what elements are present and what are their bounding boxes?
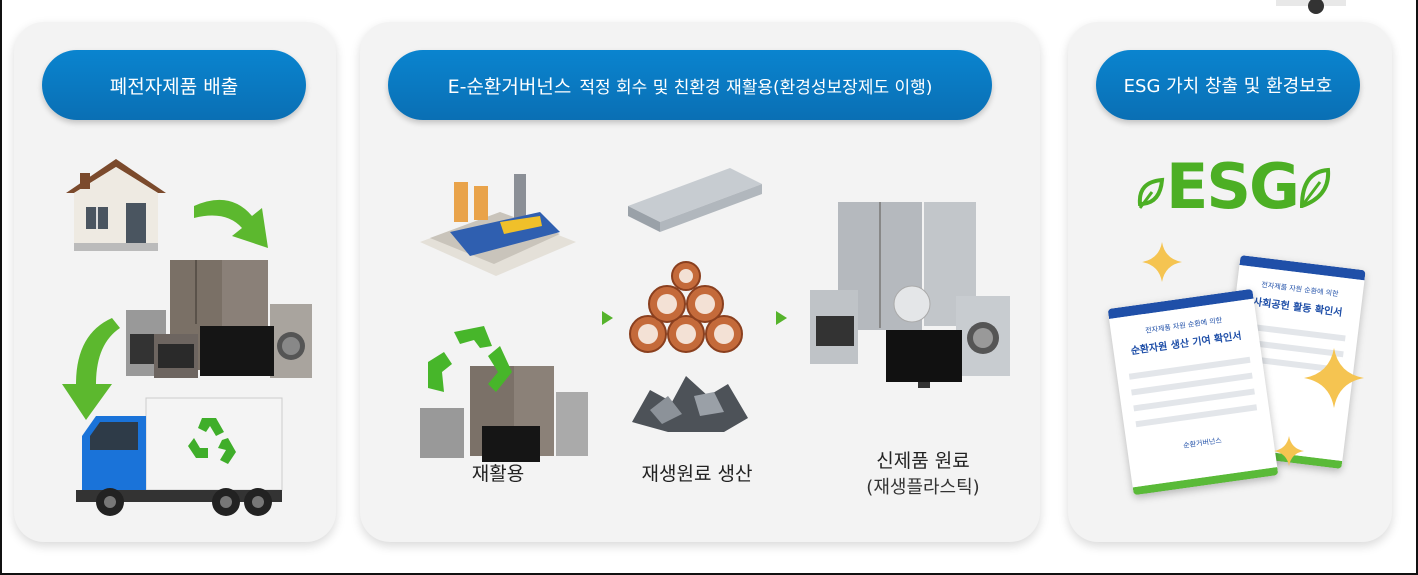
leaf-icon xyxy=(1298,166,1332,208)
sparkle-icon xyxy=(1274,436,1304,466)
leaf-icon xyxy=(1136,176,1166,212)
arrow-right-icon xyxy=(776,311,787,325)
cropped-truck-image xyxy=(1276,0,1346,16)
copper-pipes-image xyxy=(624,260,754,356)
new-appliances-image xyxy=(806,198,1014,394)
house-icon xyxy=(60,155,172,255)
esg-title-pill: ESG 가치 창출 및 환경보호 xyxy=(1096,50,1360,120)
factory-image xyxy=(410,172,580,282)
metal-sheets-image xyxy=(622,166,766,238)
certificate-front: 전자제품 자원 순환에 의한 순환자원 생산 기여 확인서 순환거버넌스 xyxy=(1108,289,1279,495)
product-label-main: 신제품 원료 xyxy=(876,450,969,472)
panel-discharge: 폐전자제품 배출 xyxy=(14,22,336,542)
truck-image xyxy=(76,392,286,522)
material-label: 재생원료 생산 xyxy=(622,459,772,486)
governance-title-main: E-순환거버넌스 xyxy=(448,72,572,99)
green-arrow-icon xyxy=(190,182,280,262)
panel-esg: ESG 가치 창출 및 환경보호 ESG 전자제품 자원 순환에 의한 사회공헌… xyxy=(1068,22,1392,542)
recycle-label: 재활용 xyxy=(450,459,546,486)
discharge-title: 폐전자제품 배출 xyxy=(110,72,238,99)
scrap-pile-image xyxy=(628,366,752,436)
product-label: 신제품 원료 (재생플라스틱) xyxy=(838,446,1008,499)
product-label-sub: (재생플라스틱) xyxy=(838,473,1008,499)
governance-title-sub: 적정 회수 및 친환경 재활용(환경성보장제도 이행) xyxy=(579,73,932,98)
discharge-title-pill: 폐전자제품 배출 xyxy=(42,50,306,120)
cert-logo: 순환거버넌스 xyxy=(1183,428,1274,450)
panel-governance: E-순환거버넌스 적정 회수 및 친환경 재활용(환경성보장제도 이행) 재활용 xyxy=(360,22,1040,542)
recycle-appliances-image xyxy=(414,322,590,466)
governance-title-pill: E-순환거버넌스 적정 회수 및 친환경 재활용(환경성보장제도 이행) xyxy=(388,50,992,120)
sparkle-icon xyxy=(1304,348,1364,408)
sparkle-icon xyxy=(1142,242,1182,282)
esg-title: ESG 가치 창출 및 환경보호 xyxy=(1124,72,1333,98)
esg-logo: ESG xyxy=(1166,150,1298,223)
waste-appliances-image xyxy=(120,254,316,386)
arrow-right-icon xyxy=(602,311,613,325)
